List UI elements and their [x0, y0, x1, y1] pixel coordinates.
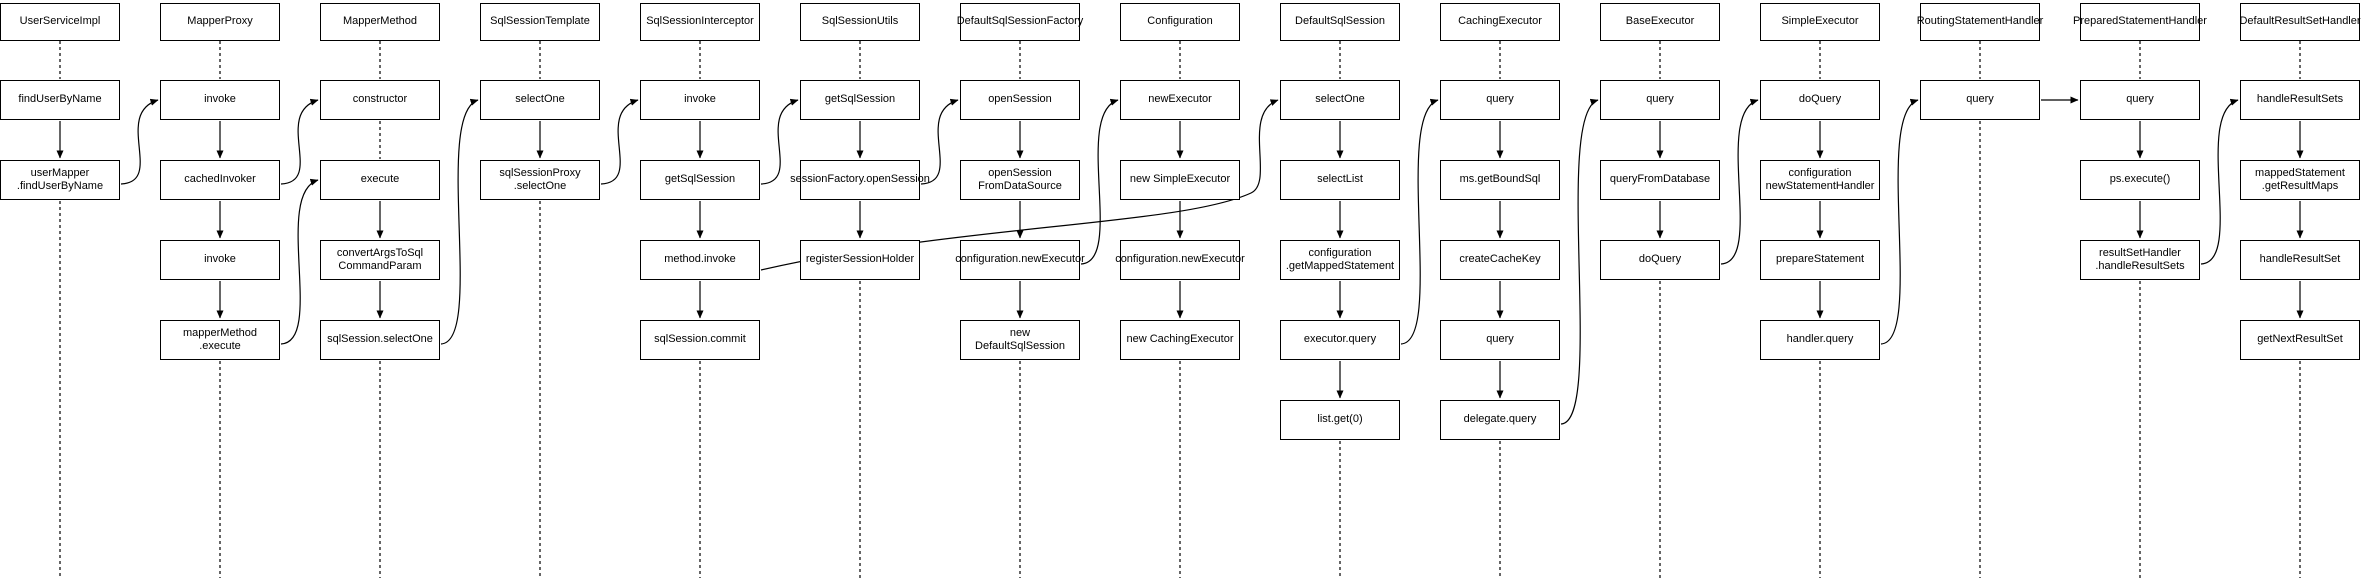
column-header[interactable]: DefaultSqlSession	[1280, 3, 1400, 41]
call-box[interactable]: execute	[320, 160, 440, 200]
call-box[interactable]: invoke	[160, 80, 280, 120]
arrow-line	[760, 98, 799, 185]
call-box[interactable]: new DefaultSqlSession	[960, 320, 1080, 360]
arrow-line	[280, 178, 319, 345]
arrow-line	[1880, 98, 1919, 345]
arrow-line	[1720, 98, 1759, 265]
call-box[interactable]: selectList	[1280, 160, 1400, 200]
call-box[interactable]: delegate.query	[1440, 400, 1560, 440]
call-box[interactable]: userMapper .findUserByName	[0, 160, 120, 200]
call-box[interactable]: mappedStatement .getResultMaps	[2240, 160, 2360, 200]
call-box[interactable]: sessionFactory.openSession	[790, 160, 930, 200]
arrow-line	[600, 98, 639, 185]
call-box[interactable]: registerSessionHolder	[800, 240, 920, 280]
call-box[interactable]: ms.getBoundSql	[1440, 160, 1560, 200]
arrow-line	[1080, 98, 1119, 265]
arrow-line	[920, 98, 959, 185]
arrow-line	[120, 98, 159, 185]
call-box[interactable]: configuration.newExecutor	[955, 240, 1085, 280]
call-box[interactable]: query	[1440, 320, 1560, 360]
call-box[interactable]: newExecutor	[1120, 80, 1240, 120]
call-box[interactable]: invoke	[160, 240, 280, 280]
column-header[interactable]: DefaultResultSetHandler	[2239, 3, 2361, 41]
call-box[interactable]: ps.execute()	[2080, 160, 2200, 200]
call-box[interactable]: query	[2080, 80, 2200, 120]
column-header[interactable]: SimpleExecutor	[1760, 3, 1880, 41]
call-box[interactable]: handler.query	[1760, 320, 1880, 360]
call-box[interactable]: prepareStatement	[1760, 240, 1880, 280]
column-header[interactable]: MapperMethod	[320, 3, 440, 41]
call-box[interactable]: list.get(0)	[1280, 400, 1400, 440]
call-box[interactable]: query	[1600, 80, 1720, 120]
column-header[interactable]: DefaultSqlSessionFactory	[957, 3, 1083, 41]
column-header[interactable]: RoutingStatementHandler	[1917, 3, 2043, 41]
call-box[interactable]: configuration newStatementHandler	[1760, 160, 1880, 200]
call-box[interactable]: cachedInvoker	[160, 160, 280, 200]
arrow-line	[440, 98, 479, 345]
call-box[interactable]: openSession FromDataSource	[960, 160, 1080, 200]
call-box[interactable]: configuration .getMappedStatement	[1280, 240, 1400, 280]
lifelines	[59, 41, 2301, 578]
column-header[interactable]: CachingExecutor	[1440, 3, 1560, 41]
call-box[interactable]: sqlSessionProxy .selectOne	[480, 160, 600, 200]
column-header[interactable]: SqlSessionTemplate	[480, 3, 600, 41]
call-box[interactable]: new SimpleExecutor	[1120, 160, 1240, 200]
arrow-line	[280, 98, 319, 185]
column-header[interactable]: PreparedStatementHandler	[2073, 3, 2207, 41]
arrow-line	[1560, 98, 1599, 425]
arrow-line	[2200, 98, 2239, 265]
call-box[interactable]: query	[1920, 80, 2040, 120]
call-box[interactable]: configuration.newExecutor	[1115, 240, 1245, 280]
column-header[interactable]: BaseExecutor	[1600, 3, 1720, 41]
call-box[interactable]: query	[1440, 80, 1560, 120]
call-box[interactable]: sqlSession.commit	[640, 320, 760, 360]
call-box[interactable]: convertArgsToSql CommandParam	[320, 240, 440, 280]
call-box[interactable]: sqlSession.selectOne	[320, 320, 440, 360]
call-box[interactable]: constructor	[320, 80, 440, 120]
column-header[interactable]: MapperProxy	[160, 3, 280, 41]
call-box[interactable]: handleResultSet	[2240, 240, 2360, 280]
call-box[interactable]: getSqlSession	[640, 160, 760, 200]
call-box[interactable]: resultSetHandler .handleResultSets	[2080, 240, 2200, 280]
call-box[interactable]: getNextResultSet	[2240, 320, 2360, 360]
column-header[interactable]: SqlSessionUtils	[800, 3, 920, 41]
call-box[interactable]: selectOne	[1280, 80, 1400, 120]
column-header[interactable]: SqlSessionInterceptor	[640, 3, 760, 41]
call-box[interactable]: mapperMethod .execute	[160, 320, 280, 360]
call-box[interactable]: createCacheKey	[1440, 240, 1560, 280]
call-box[interactable]: openSession	[960, 80, 1080, 120]
call-box[interactable]: getSqlSession	[800, 80, 920, 120]
column-header[interactable]: Configuration	[1120, 3, 1240, 41]
call-box[interactable]: queryFromDatabase	[1600, 160, 1720, 200]
column-header[interactable]: UserServiceImpl	[0, 3, 120, 41]
call-box[interactable]: new CachingExecutor	[1120, 320, 1240, 360]
call-box[interactable]: handleResultSets	[2240, 80, 2360, 120]
call-box[interactable]: selectOne	[480, 80, 600, 120]
arrow-line	[1400, 98, 1439, 345]
call-arrows	[56, 121, 2304, 399]
call-box[interactable]: invoke	[640, 80, 760, 120]
call-box[interactable]: executor.query	[1280, 320, 1400, 360]
call-box[interactable]: doQuery	[1760, 80, 1880, 120]
call-box[interactable]: findUserByName	[0, 80, 120, 120]
call-box[interactable]: doQuery	[1600, 240, 1720, 280]
call-box[interactable]: method.invoke	[640, 240, 760, 280]
